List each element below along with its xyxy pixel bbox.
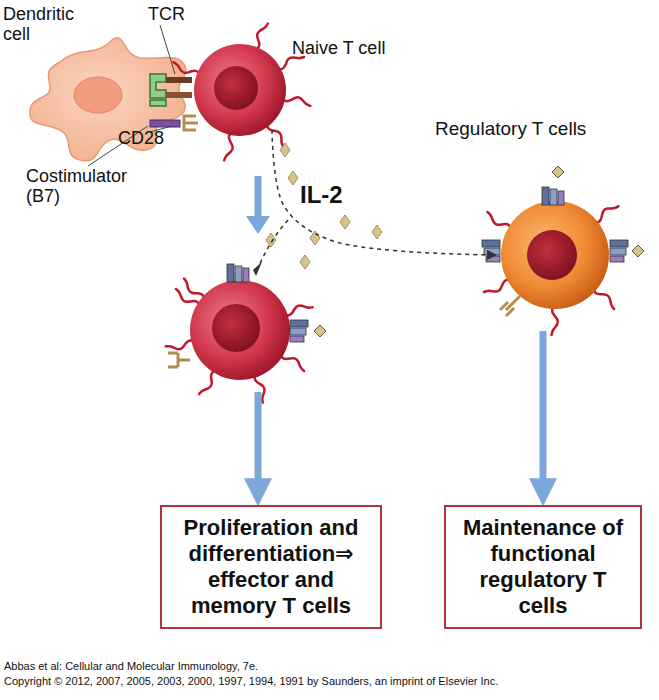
- cell-name: Regulatory T cells: [435, 119, 655, 139]
- cytokine-arrow: [272, 130, 495, 255]
- cell-name: Dendritic cell: [3, 4, 93, 44]
- outcome-text: Proliferation and differentiation⇒ effec…: [172, 515, 370, 619]
- cytokine-label: IL-2: [300, 182, 343, 208]
- cell-node: Naive T cell: [194, 44, 286, 136]
- outcome-box: Proliferation and differentiation⇒ effec…: [160, 505, 382, 629]
- copyright-note: Copyright © 2012, 2007, 2005, 2003, 2000…: [4, 675, 498, 688]
- receptor-label: TCR: [148, 4, 185, 24]
- source-note: Abbas et al: Cellular and Molecular Immu…: [4, 660, 258, 673]
- receptor-label: CD28: [118, 128, 178, 148]
- cell-name: Naive T cell: [292, 38, 412, 58]
- outcome-text: Maintenance of functional regulatory T c…: [456, 515, 630, 619]
- molecule-label: Costimulator (B7): [26, 166, 146, 206]
- flow-arrow: [540, 331, 547, 495]
- outcome-box: Maintenance of functional regulatory T c…: [444, 505, 642, 629]
- cell-node: Dendritic cell: [25, 30, 190, 160]
- flow-arrow: [255, 176, 262, 495]
- cell-node: Regulatory T cells: [501, 201, 609, 309]
